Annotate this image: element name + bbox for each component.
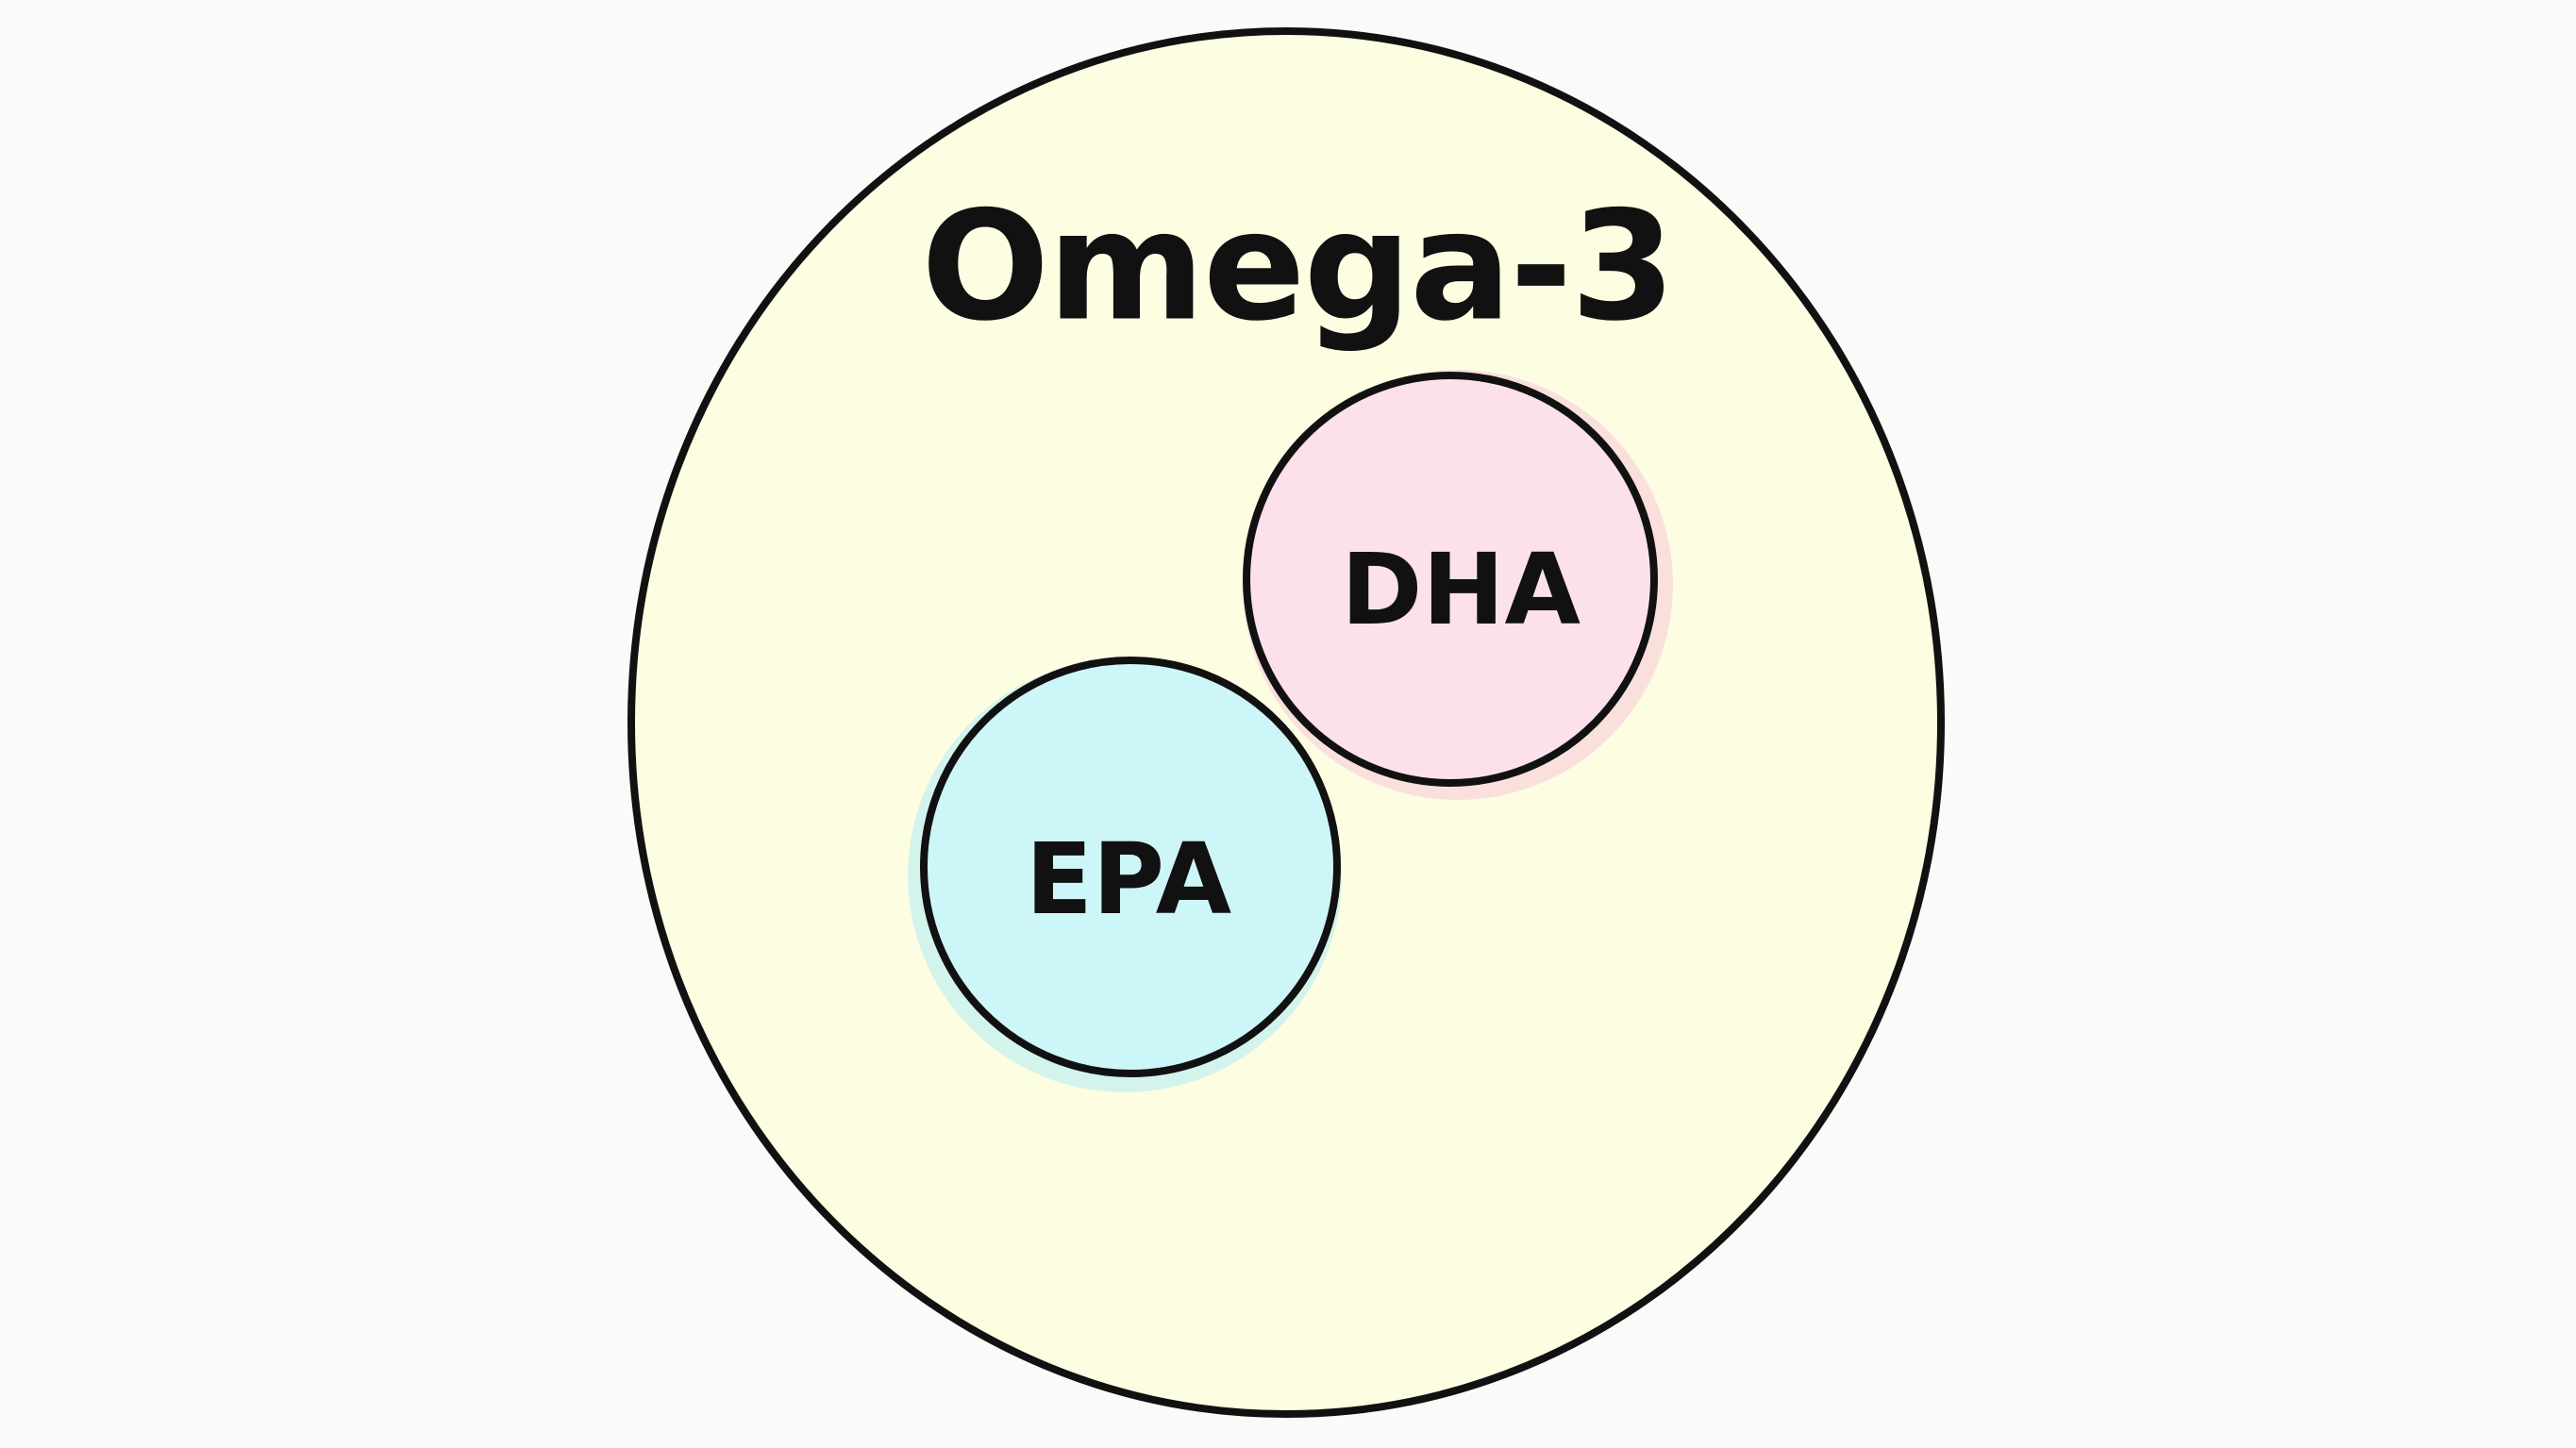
- dha-label: DHA: [1341, 532, 1581, 647]
- omega-3-circle: [627, 27, 1945, 1418]
- epa-label: EPA: [1025, 822, 1232, 937]
- dha-circle: [1243, 372, 1658, 787]
- epa-circle: [920, 657, 1341, 1077]
- omega-3-label: Omega-3: [921, 177, 1675, 355]
